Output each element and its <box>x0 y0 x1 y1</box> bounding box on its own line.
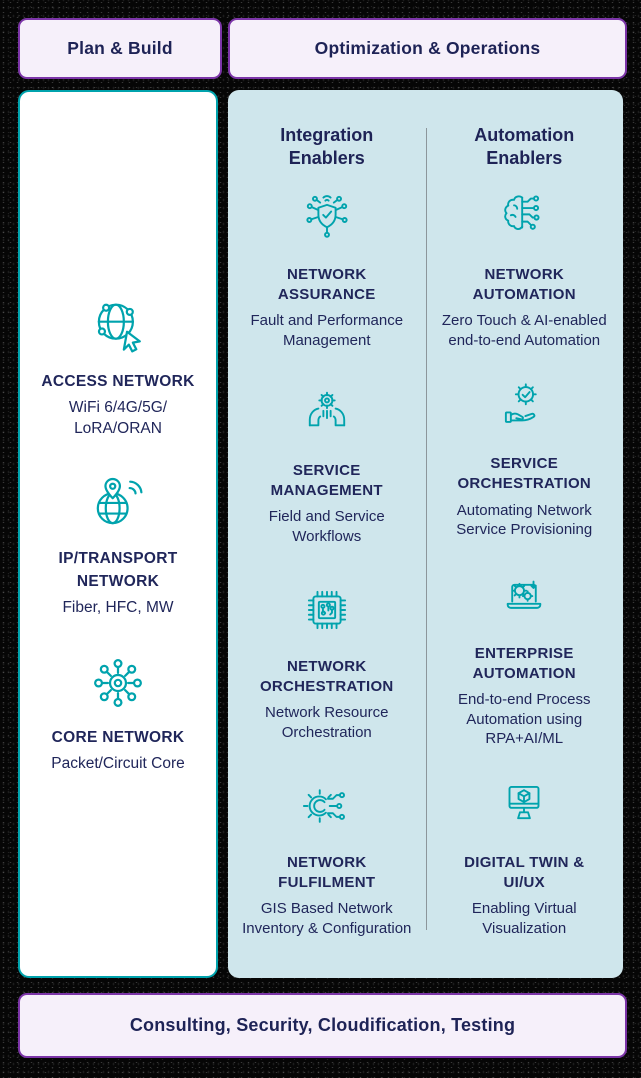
plan-build-header-box: Plan & Build <box>18 18 222 79</box>
hands-gear-icon <box>308 391 345 426</box>
integration-enablers-column: Integration Enablers <box>228 90 426 978</box>
optimization-operations-label: Optimization & Operations <box>314 38 541 58</box>
plan-build-label: Plan & Build <box>67 38 173 58</box>
item-subtitle: GIS Based Network Inventory & Configurat… <box>242 900 412 937</box>
item-access-network: ACCESS NETWORK WiFi 6/4G/5G/ LoRA/ORAN <box>31 293 204 440</box>
item-subtitle: Network Resource Orchestration <box>265 704 389 741</box>
monitor-cube-icon <box>508 785 540 819</box>
item-subtitle: Automating Network Service Provisioning <box>456 501 593 539</box>
item-title: NETWORK ORCHESTRATION <box>259 657 394 695</box>
item-title: CORE NETWORK <box>51 728 185 746</box>
item-subtitle: Zero Touch & AI-enabled end-to-end Autom… <box>441 312 607 349</box>
item-title: NETWORK FULFILMENT <box>278 853 376 891</box>
integration-enablers-heading: Integration Enablers <box>280 125 374 169</box>
hand-gear-check-icon <box>505 383 537 424</box>
globe-pin-signal-icon <box>96 477 143 525</box>
gear-circuit-icon <box>302 788 345 823</box>
footer-bar: Consulting, Security, Cloudification, Te… <box>18 993 627 1058</box>
item-title: NETWORK ASSURANCE <box>277 265 376 304</box>
item-subtitle: End-to-end Process Automation using RPA+… <box>457 691 591 748</box>
item-network-orchestration: NETWORK ORCHESTRATION Network Resource O… <box>260 581 394 743</box>
laptop-gears-icon <box>506 580 542 609</box>
item-subtitle: Fiber, HFC, MW <box>62 598 174 616</box>
item-service-orchestration: SERVICE ORCHESTRATION Automating Network… <box>456 378 592 540</box>
item-subtitle: Packet/Circuit Core <box>51 755 185 773</box>
item-service-management: SERVICE MANAGEMENT Field and Service Wor… <box>269 385 385 547</box>
item-network-fulfilment: NETWORK FULFILMENT GIS Based Network Inv… <box>242 777 411 939</box>
item-digital-twin-uiux: DIGITAL TWIN & UI/UX Enabling Virtual Vi… <box>464 777 584 939</box>
automation-enablers-column: Automation Enablers NETWORK AUTOMATION Z… <box>426 90 624 978</box>
shield-check-network-icon <box>306 194 348 238</box>
item-title: NETWORK AUTOMATION <box>472 265 576 304</box>
item-network-automation: NETWORK AUTOMATION Zero Touch & AI-enabl… <box>442 189 607 351</box>
enablers-panel: Integration Enablers <box>228 90 623 978</box>
automation-enablers-heading: Automation Enablers <box>474 125 575 169</box>
chip-icon <box>307 590 346 629</box>
item-title: IP/TRANSPORT NETWORK <box>58 550 178 590</box>
footer-label: Consulting, Security, Cloudification, Te… <box>129 1015 516 1035</box>
item-subtitle: Enabling Virtual Visualization <box>471 900 577 937</box>
item-ip-transport-network: IP/TRANSPORT NETWORK Fiber, HFC, MW <box>49 470 188 619</box>
item-network-assurance: NETWORK ASSURANCE Fault and Performance … <box>250 189 403 351</box>
hub-network-icon <box>94 658 142 707</box>
item-title: ACCESS NETWORK <box>41 372 195 390</box>
item-enterprise-automation: ENTERPRISE AUTOMATION End-to-end Process… <box>458 568 591 749</box>
item-subtitle: WiFi 6/4G/5G/ LoRA/ORAN <box>68 399 168 438</box>
column-divider <box>425 128 427 930</box>
plan-build-panel: ACCESS NETWORK WiFi 6/4G/5G/ LoRA/ORAN I… <box>18 90 218 978</box>
brain-circuit-icon <box>504 195 540 230</box>
item-subtitle: Field and Service Workflows <box>268 508 385 545</box>
item-title: SERVICE ORCHESTRATION <box>457 455 592 493</box>
optimization-operations-header-box: Optimization & Operations <box>228 18 627 79</box>
globe-cursor-icon <box>97 303 141 353</box>
item-title: DIGITAL TWIN & UI/UX <box>464 853 585 891</box>
item-core-network: CORE NETWORK Packet/Circuit Core <box>41 649 195 775</box>
item-title: SERVICE MANAGEMENT <box>270 461 383 499</box>
item-subtitle: Fault and Performance Management <box>250 312 404 349</box>
item-title: ENTERPRISE AUTOMATION <box>472 644 576 682</box>
